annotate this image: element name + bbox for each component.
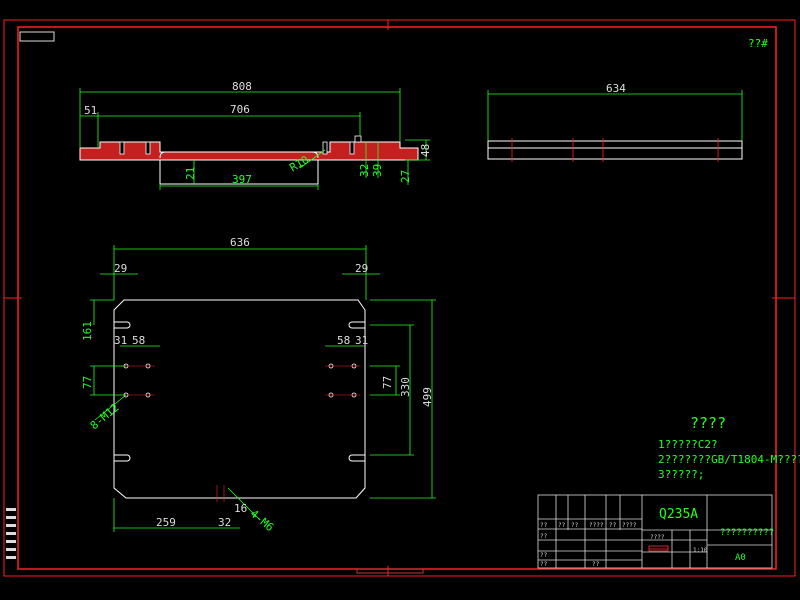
drawing-frame bbox=[3, 19, 796, 577]
dim-48: 48 bbox=[419, 144, 432, 157]
side-view: 634 bbox=[487, 82, 743, 162]
dim-499: 499 bbox=[421, 387, 434, 407]
notes-heading: ???? bbox=[690, 414, 726, 432]
dim-29-left: 29 bbox=[114, 262, 127, 275]
note-line-1: 1?????C2? bbox=[658, 438, 718, 451]
dim-21: 21 bbox=[184, 167, 197, 180]
dim-58-right: 58 bbox=[337, 334, 350, 347]
dim-808: 808 bbox=[232, 80, 252, 93]
left-margin-marks bbox=[6, 508, 16, 559]
tb-label-8: ?? bbox=[540, 552, 548, 559]
title-drawing-name: ?????????? bbox=[720, 528, 774, 538]
dim-397: 397 bbox=[232, 173, 252, 186]
dim-31-left: 31 bbox=[114, 334, 127, 347]
tb-label-1: ?? bbox=[540, 522, 548, 529]
corner-label: ??# bbox=[748, 37, 768, 50]
dim-77-right: 77 bbox=[381, 376, 394, 389]
front-section-view: 808 51 706 397 21 R10 32 39 48 27 bbox=[79, 80, 432, 190]
title-block: Q235A ?????????? 1:10 A0 ?? ?? ?? ???? ?… bbox=[537, 494, 774, 569]
tb-label-9: ?? bbox=[540, 561, 548, 568]
title-scale: 1:10 bbox=[693, 547, 708, 554]
dim-27: 27 bbox=[399, 170, 412, 183]
tb-label-11: ???? bbox=[650, 534, 665, 541]
note-line-2: 2???????GB/T1804-M???? bbox=[658, 453, 800, 466]
dim-706: 706 bbox=[230, 103, 250, 116]
plan-view: 636 29 29 161 31 58 58 31 77 77 330 499 … bbox=[81, 236, 436, 534]
tb-label-10: ?? bbox=[592, 561, 600, 568]
title-material: Q235A bbox=[659, 507, 698, 522]
dim-29-right: 29 bbox=[355, 262, 368, 275]
dim-4-m6: 4-M6 bbox=[248, 507, 277, 534]
technical-notes: ???? 1?????C2? 2???????GB/T1804-M???? 3?… bbox=[658, 414, 800, 481]
dim-330: 330 bbox=[399, 377, 412, 397]
dim-8-m12: 8-M12 bbox=[88, 401, 122, 432]
tb-label-4: ???? bbox=[589, 522, 604, 529]
dim-77-left: 77 bbox=[81, 376, 94, 389]
dim-634: 634 bbox=[606, 82, 626, 95]
dim-51: 51 bbox=[84, 104, 97, 117]
front-section-hatch bbox=[79, 141, 419, 161]
tb-label-2: ?? bbox=[558, 522, 566, 529]
tb-label-5: ?? bbox=[609, 522, 617, 529]
dim-16: 16 bbox=[234, 502, 247, 515]
title-sheet: A0 bbox=[735, 553, 746, 563]
dim-32: 32 bbox=[218, 516, 231, 529]
dim-636: 636 bbox=[230, 236, 250, 249]
dim-39: 39 bbox=[371, 164, 384, 177]
tb-label-7: ?? bbox=[540, 533, 548, 540]
note-line-3: 3?????; bbox=[658, 468, 704, 481]
dim-32: 32 bbox=[358, 164, 371, 177]
tb-label-6: ???? bbox=[622, 522, 637, 529]
dim-58-left: 58 bbox=[132, 334, 145, 347]
dim-161: 161 bbox=[81, 321, 94, 341]
top-left-stamp-box bbox=[19, 31, 55, 42]
dim-259: 259 bbox=[156, 516, 176, 529]
tb-label-3: ?? bbox=[571, 522, 579, 529]
plan-outline bbox=[113, 299, 366, 499]
dim-31-right: 31 bbox=[355, 334, 368, 347]
